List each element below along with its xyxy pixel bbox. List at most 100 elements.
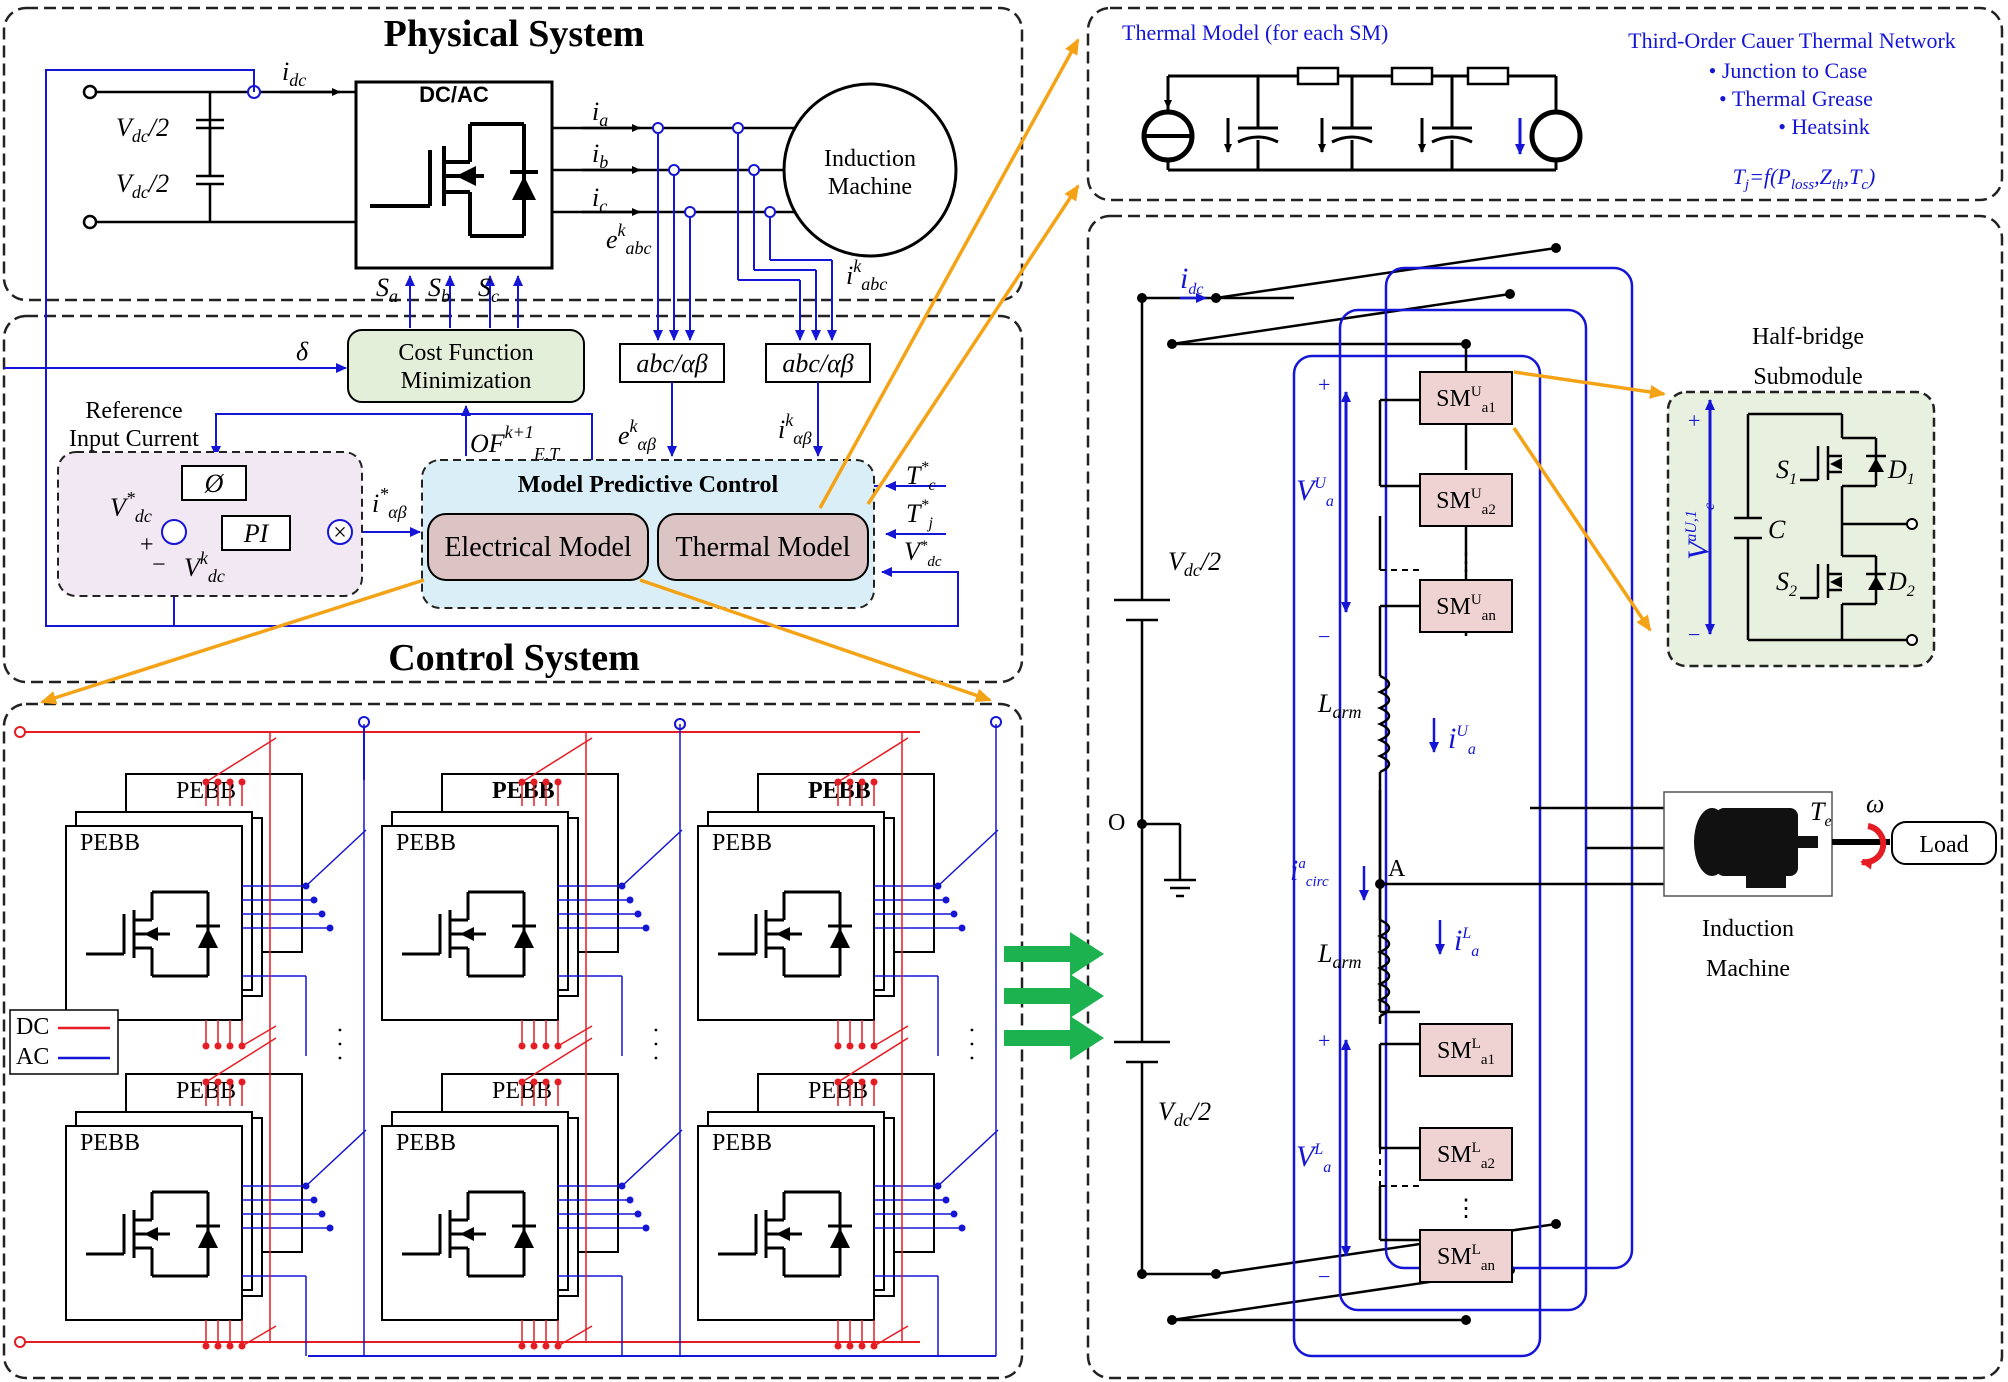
submodule-box[interactable] <box>1419 579 1513 633</box>
induction-machine-top <box>782 82 958 258</box>
pebb-switch-icon <box>718 1190 842 1278</box>
mmc-panel <box>1086 214 2004 1380</box>
legend-dc-label: DC <box>16 1014 49 1040</box>
voltage-taps <box>653 128 837 341</box>
pebb-label: PEBB <box>712 830 772 856</box>
dcac-switch-icon <box>370 122 526 238</box>
phi-block <box>181 465 247 501</box>
pebb-module[interactable] <box>65 825 243 1021</box>
vdc-top-label: Vdc/2 <box>116 113 169 146</box>
submodule-box[interactable] <box>1419 1023 1513 1077</box>
control-system-title: Control System <box>388 637 640 679</box>
electrical-model-text: Electrical Model <box>444 532 632 563</box>
mmc-vdc-bottom: Vdc/2 <box>1158 1097 1211 1130</box>
vdc-bottom-label: Vdc/2 <box>116 169 169 202</box>
i-circ-label: iacirc <box>1290 854 1329 890</box>
abc-ab-1-text: abc/αβ <box>636 349 707 378</box>
multiplier-junction <box>327 519 353 545</box>
pebb-module[interactable] <box>381 825 559 1021</box>
hb-minus: − <box>1688 622 1700 647</box>
electrical-model-button[interactable] <box>427 513 649 581</box>
submodule-box[interactable] <box>1419 1127 1513 1181</box>
lower-minus: − <box>1318 1264 1330 1289</box>
pebb-label: PEBB <box>712 1130 772 1156</box>
hb-d2-label: D2 <box>1887 567 1915 600</box>
physical-system-panel <box>2 6 1024 302</box>
reference-current-block <box>57 451 363 597</box>
thermal-bullets: • Junction to Case• Thermal Grease• Heat… <box>1709 58 1873 139</box>
ib-label: ib <box>592 139 608 172</box>
e-abc-label: ekabc <box>606 220 652 258</box>
legend-ac-label: AC <box>16 1044 49 1070</box>
mmc-vdc-top: Vdc/2 <box>1168 547 1221 580</box>
i-abc-label: ikabc <box>846 256 887 294</box>
submodule-label: SMLa1 <box>1437 1036 1495 1068</box>
hb-s1-label: S1 <box>1776 455 1797 488</box>
legend-box <box>9 1009 119 1075</box>
mmc-o-label: O <box>1108 810 1125 836</box>
ref-line2: Input Current <box>69 426 199 452</box>
gate-signals <box>405 275 523 328</box>
thermal-model-button[interactable] <box>657 513 869 581</box>
ambient-source-icon <box>1529 109 1583 163</box>
pebb-module[interactable] <box>65 1125 243 1321</box>
thermal-model-panel <box>1086 6 2004 202</box>
load-box <box>1891 821 1997 865</box>
orange-links <box>40 38 1080 705</box>
vdots-lower: ⋮ <box>1454 1196 1478 1222</box>
multiply-icon: × <box>333 520 347 546</box>
te-label: Te <box>1810 797 1832 830</box>
machine2-line1: Induction <box>1702 916 1794 942</box>
cauer-capacitors <box>1224 118 1473 153</box>
vdots-upper: ⋮ <box>1454 550 1478 576</box>
cost-function-block <box>347 329 585 403</box>
submodule-box[interactable] <box>1419 1229 1513 1283</box>
halfbridge-title-2: Submodule <box>1753 364 1862 390</box>
pebb-label: PEBB <box>396 1130 456 1156</box>
cost-function-line1: Cost Function <box>398 340 533 366</box>
i-ab-label: ikαβ <box>778 410 812 448</box>
submodule-box[interactable] <box>1419 371 1513 425</box>
submodule-box[interactable] <box>1419 473 1513 527</box>
hb-c-label: C <box>1768 515 1786 544</box>
control-system-panel <box>2 314 1024 684</box>
i-lower-label: iLa <box>1454 924 1479 960</box>
ia-label: ia <box>592 97 608 130</box>
halfbridge-block <box>1666 390 1936 668</box>
mpc-title: Model Predictive Control <box>518 472 779 498</box>
idc-label: idc <box>282 57 306 90</box>
tc-star-label: T*c <box>906 459 936 494</box>
upper-plus: + <box>1318 372 1330 397</box>
pebb-module[interactable] <box>381 1125 559 1321</box>
cauer-resistors <box>1296 66 1510 86</box>
sm-to-halfbridge-links <box>1512 370 1666 632</box>
thermal-eq: Tj=f(Ploss,Zth,Tc) <box>1733 164 1876 193</box>
pebb-module[interactable] <box>697 1125 875 1321</box>
pebb-dots: · · · <box>642 1026 668 1062</box>
v-lower-label: VLa <box>1296 1140 1331 1176</box>
cost-function-line2: Minimization <box>401 368 532 394</box>
v-upper-label: VUa <box>1296 474 1334 510</box>
pebb-module[interactable] <box>697 825 875 1021</box>
thermal-model-text: Thermal Model <box>676 532 851 563</box>
submodule-label: SMUa2 <box>1436 486 1496 518</box>
thermal-title: Thermal Model (for each SM) <box>1122 20 1388 45</box>
abc-ab-block-1 <box>619 343 725 383</box>
node-a-label: A <box>1388 856 1406 882</box>
sb-label: Sb <box>428 273 450 306</box>
submodule-label: SMUa1 <box>1436 384 1496 416</box>
pebb-label: PEBB <box>396 830 456 856</box>
ref-line1: Reference <box>85 398 182 424</box>
pi-text: PI <box>243 519 270 548</box>
thermal-bullet-2: • Thermal Grease <box>1719 86 1873 111</box>
inductor-upper <box>1376 674 1391 884</box>
sc-label: Sc <box>478 273 499 306</box>
upper-minus: − <box>1318 624 1330 649</box>
submodule-label: SMUan <box>1436 592 1496 624</box>
submodule-label: SMLa2 <box>1437 1140 1495 1172</box>
abc-ab-block-2 <box>765 343 871 383</box>
